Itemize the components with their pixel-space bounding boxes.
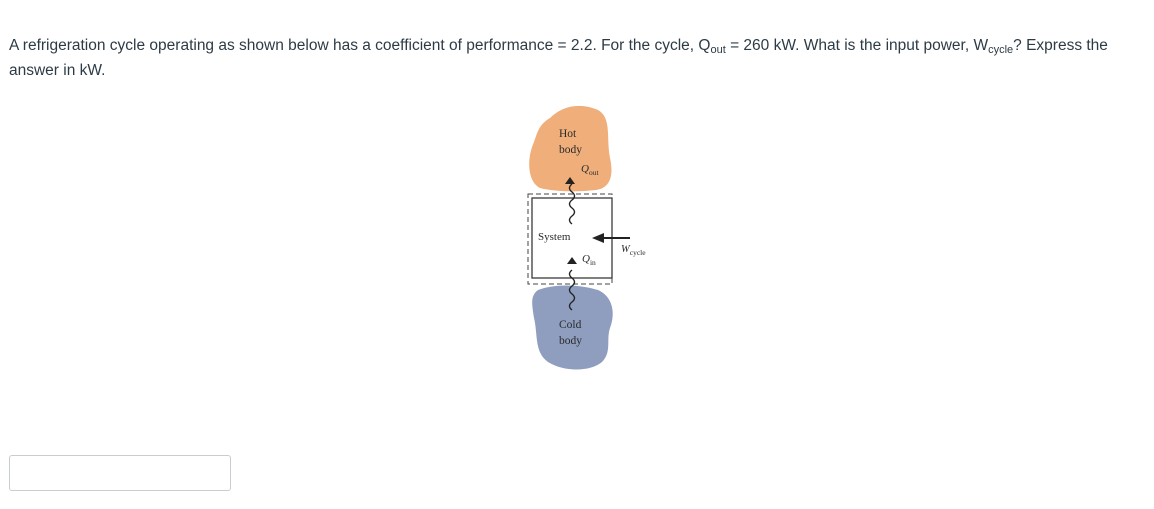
qout-subscript: out	[710, 44, 726, 56]
q-in-arrowhead	[567, 257, 577, 264]
answer-input[interactable]	[9, 455, 231, 491]
system-label: System	[538, 231, 571, 243]
hot-body-label-line2: body	[559, 144, 582, 156]
refrigeration-cycle-diagram: Hot body Qout System Qin Wcycle Cold bod…	[527, 105, 646, 370]
hot-body-label-line1: Hot	[559, 128, 577, 140]
question-text: A refrigeration cycle operating as shown…	[9, 33, 1145, 83]
work-arrowhead	[592, 233, 604, 243]
wcycle-subscript: cycle	[988, 44, 1014, 56]
hot-body-blob	[529, 105, 612, 192]
question-part-2: = 260 kW. What is the input power, W	[725, 37, 989, 54]
question-part-1: A refrigeration cycle operating as shown…	[9, 37, 711, 54]
q-out-symbol: Qout	[581, 163, 599, 177]
q-out-wavy-line	[568, 183, 576, 225]
cold-body-label-line2: body	[559, 335, 582, 347]
cold-body-label-line1: Cold	[559, 319, 582, 331]
cold-body-blob	[532, 285, 613, 370]
w-cycle-symbol: Wcycle	[621, 244, 646, 257]
q-out-arrowhead	[565, 177, 575, 184]
q-in-symbol: Qin	[582, 253, 596, 267]
question-part-3: ? Express the answer in kW.	[9, 37, 1108, 79]
q-in-wavy-line	[568, 269, 576, 311]
